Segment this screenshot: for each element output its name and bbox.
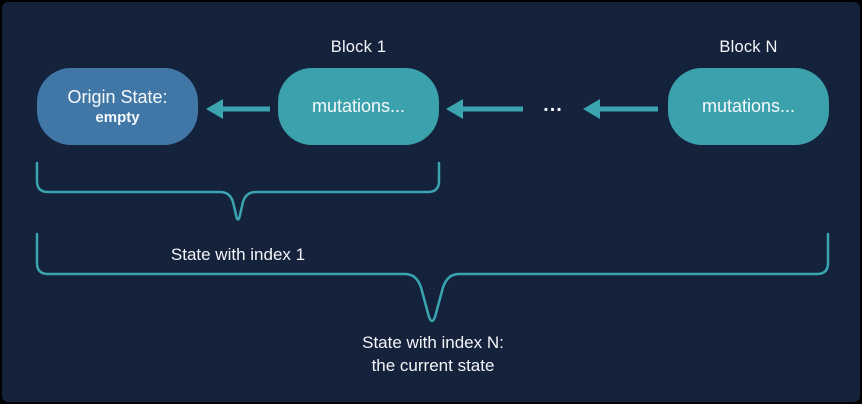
origin-state-box: Origin State: empty — [37, 68, 198, 145]
block-1-mutations-box: mutations... — [278, 68, 439, 145]
state-index-1-caption: State with index 1 — [170, 245, 306, 264]
brace-state-index-1 — [35, 161, 441, 221]
arrow-blockn-to-ellipsis-icon — [583, 99, 658, 119]
state-index-n-caption-line1: State with index N: — [362, 333, 504, 352]
state-index-n-caption: State with index N: the current state — [283, 331, 583, 377]
block-n-mutations-text: mutations... — [701, 96, 796, 116]
arrow-ellipsis-to-block1-icon — [446, 99, 523, 119]
chain-ellipsis: ... — [543, 94, 563, 116]
origin-state-title: Origin State: — [67, 87, 168, 107]
block-n-mutations-box: mutations... — [668, 68, 829, 145]
block-1-label: Block 1 — [330, 38, 387, 56]
state-index-n-caption-line2: the current state — [371, 356, 495, 375]
block-n-label: Block N — [719, 38, 778, 56]
arrow-block1-to-origin-icon — [206, 99, 270, 119]
block-1-mutations-text: mutations... — [311, 96, 406, 116]
origin-state-value: empty — [95, 109, 140, 126]
